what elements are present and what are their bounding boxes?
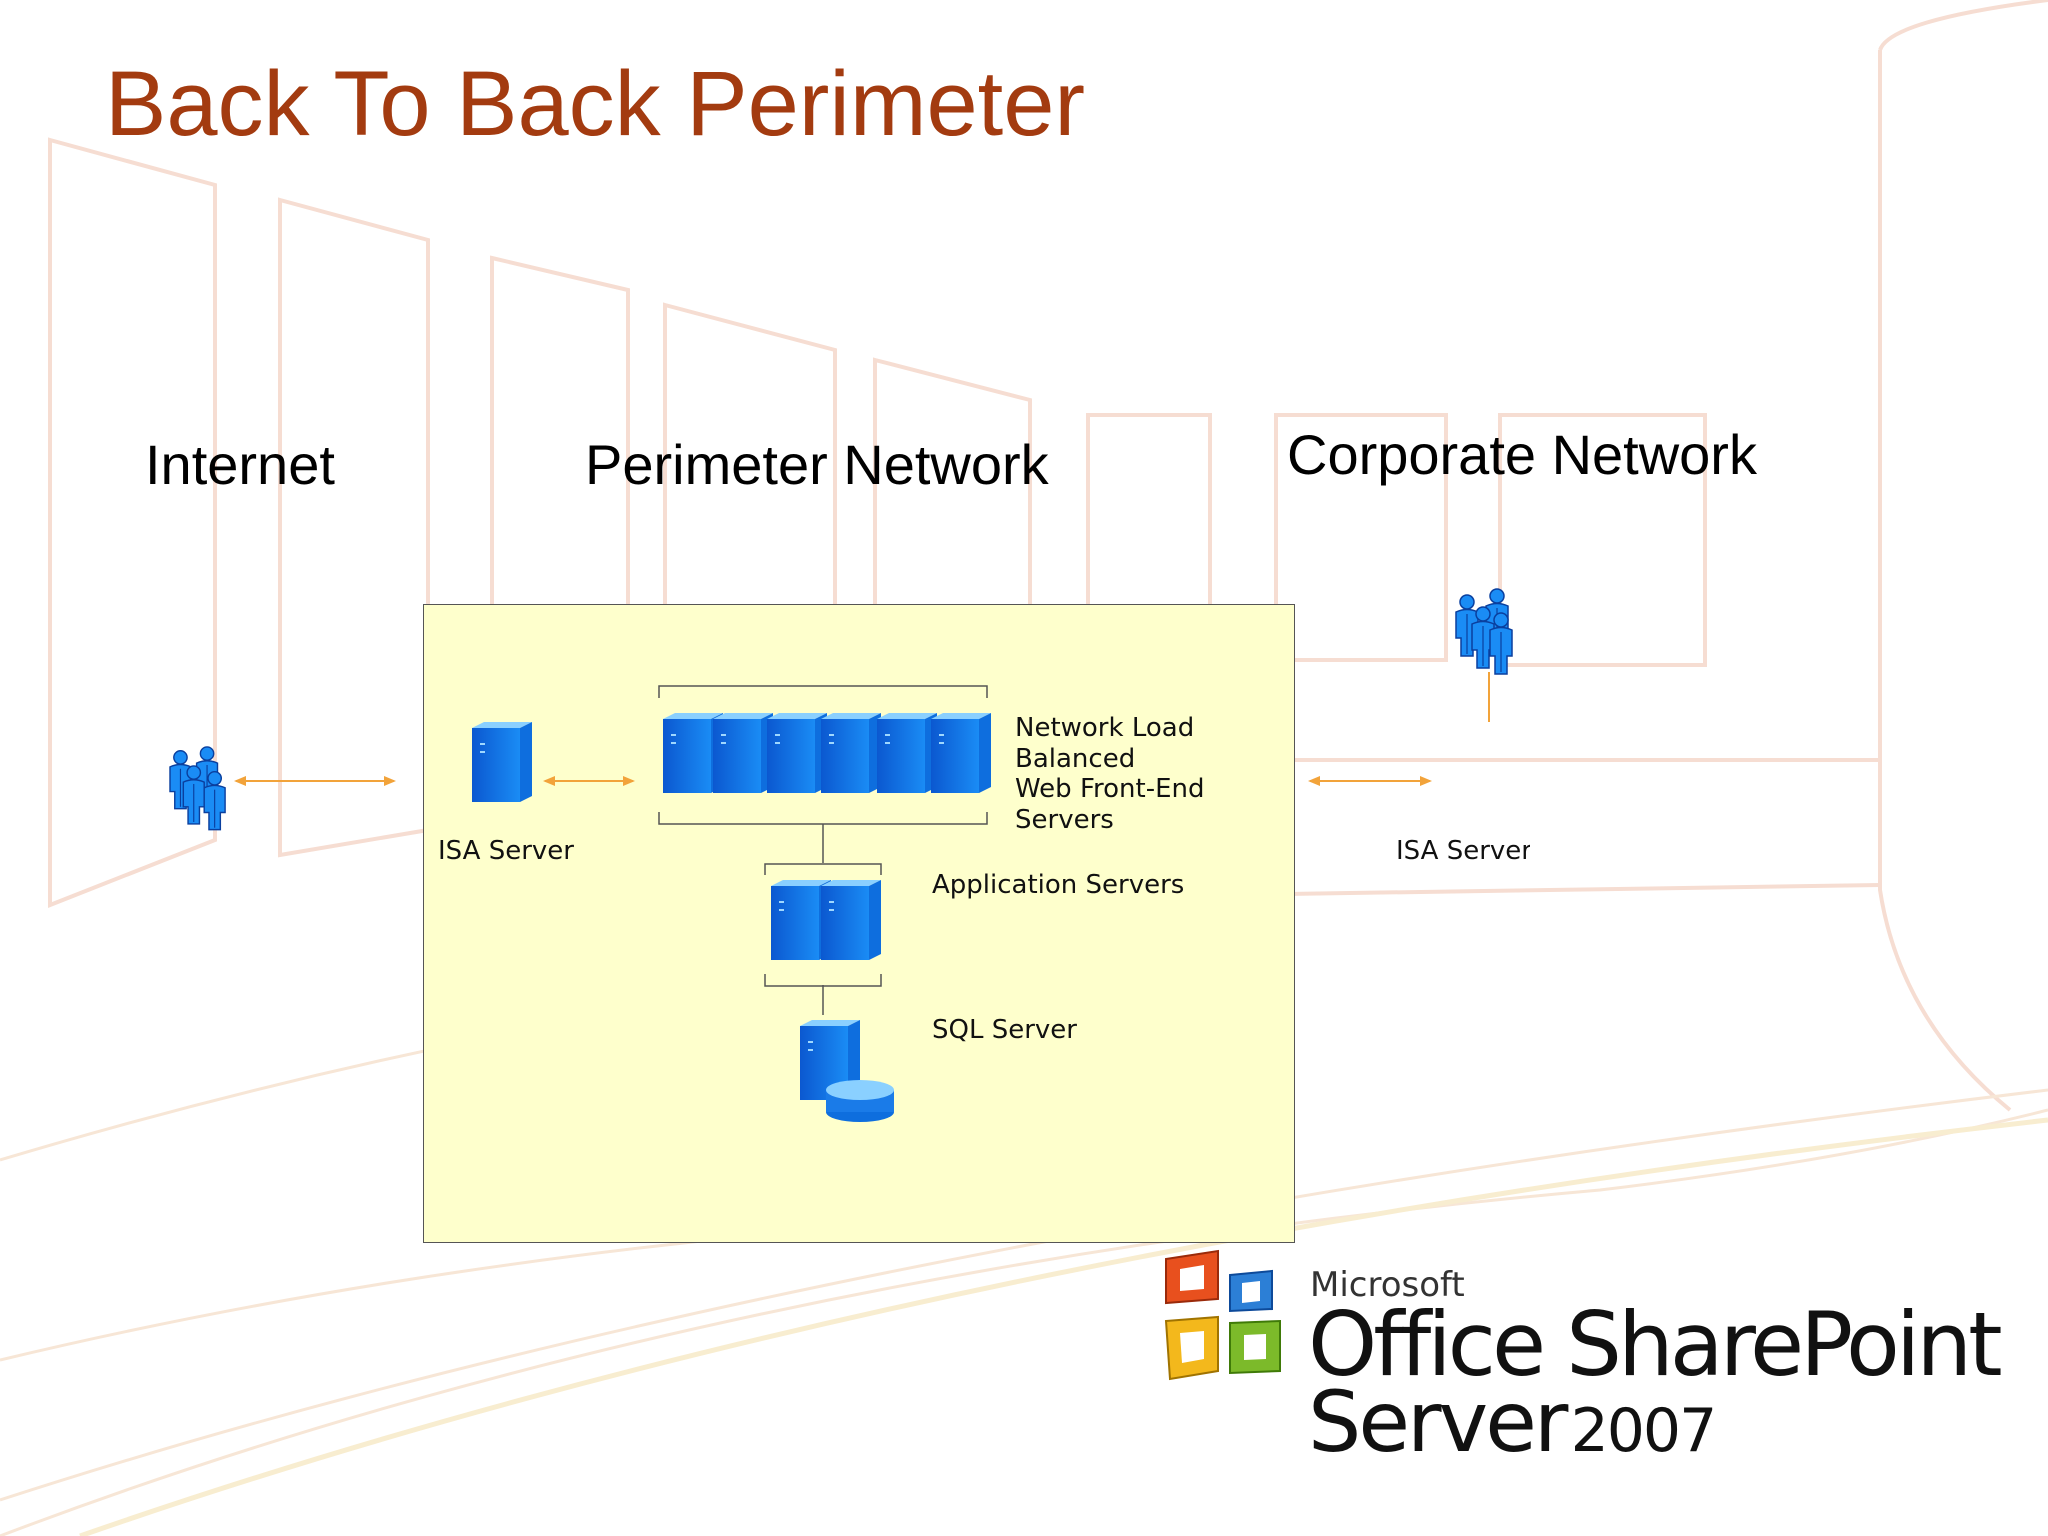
isa-server-left-icon: [471, 721, 533, 803]
office-logo-icon: [1164, 1249, 1281, 1381]
web-front-end-servers-icon: [662, 712, 992, 794]
product-logo: Microsoft Office SharePoint Server 2007: [1160, 1245, 2003, 1471]
zone-label-perimeter: Perimeter Network: [585, 433, 1049, 496]
application-servers-bracket: [764, 863, 882, 987]
web-front-end-label-line-3: Web Front-End: [1015, 774, 1205, 804]
logo-year-text: 2007: [1570, 1396, 1718, 1466]
web-front-end-label-line-1: Network Load: [1015, 713, 1195, 743]
sql-server-icon: [799, 1019, 894, 1122]
application-servers-icon: [770, 879, 882, 961]
isa-server-left-label: ISA Server: [438, 836, 574, 866]
connection-arrow-isa-web: [543, 776, 635, 786]
web-front-end-label-line-4: Servers: [1015, 805, 1114, 835]
connection-arrow-internet: [234, 776, 396, 786]
logo-microsoft-text: Microsoft: [1310, 1265, 1465, 1305]
logo-server-text: Server: [1308, 1373, 1568, 1471]
isa-server-right-label: ISA Server: [1396, 836, 1530, 866]
zone-label-internet: Internet: [145, 433, 335, 496]
web-front-end-label-line-2: Balanced: [1015, 744, 1136, 774]
logo-server-line: Server 2007: [1308, 1373, 1718, 1471]
slide-title: Back To Back Perimeter: [105, 53, 1086, 155]
application-servers-label: Application Servers: [932, 870, 1185, 900]
corporate-users-icon: [1455, 588, 1513, 675]
sql-server-label: SQL Server: [932, 1015, 1077, 1045]
zone-label-corporate: Corporate Network: [1287, 423, 1757, 486]
connection-arrow-corporate: [1308, 776, 1432, 786]
logo-product-text: Office SharePoint: [1308, 1293, 2003, 1396]
internet-users-icon: [169, 746, 226, 831]
